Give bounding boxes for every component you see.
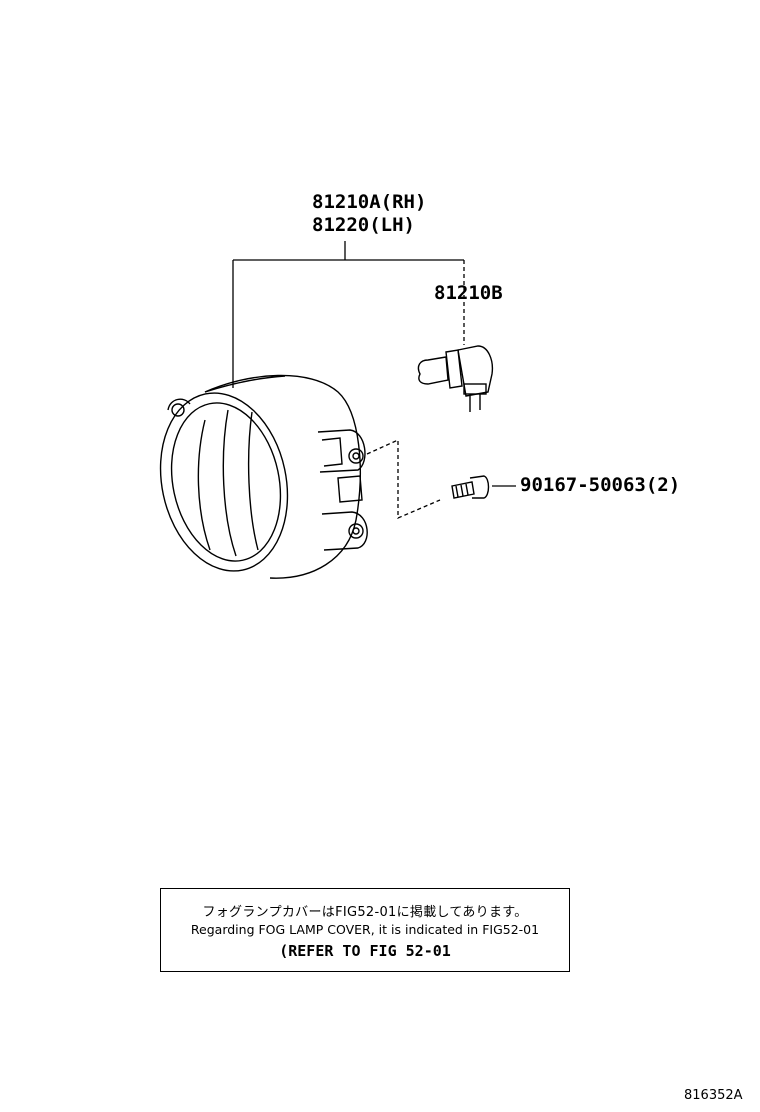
reference-note-english: Regarding FOG LAMP COVER, it is indicate…	[190, 922, 540, 937]
bulb-icon	[417, 345, 494, 412]
reference-note-box: フォグランプカバーはFIG52-01に掲載してあります。 Regarding F…	[160, 888, 570, 972]
fog-lamp-icon	[159, 374, 368, 579]
reference-note-refer[interactable]: (REFER TO FIG 52-01	[279, 942, 451, 960]
screw-leader	[366, 438, 516, 519]
reference-note-japanese: フォグランプカバーはFIG52-01に掲載してあります。	[202, 905, 528, 920]
figure-code: 816352A	[684, 1088, 743, 1103]
label-bulb[interactable]: 81210B	[434, 282, 503, 304]
lamp-leader-bracket	[232, 241, 465, 388]
label-lamp-rh[interactable]: 81210A(RH)	[312, 191, 426, 213]
screw-icon	[451, 475, 490, 499]
label-screw[interactable]: 90167-50063(2)	[520, 474, 680, 496]
label-lamp-lh[interactable]: 81220(LH)	[312, 214, 415, 236]
